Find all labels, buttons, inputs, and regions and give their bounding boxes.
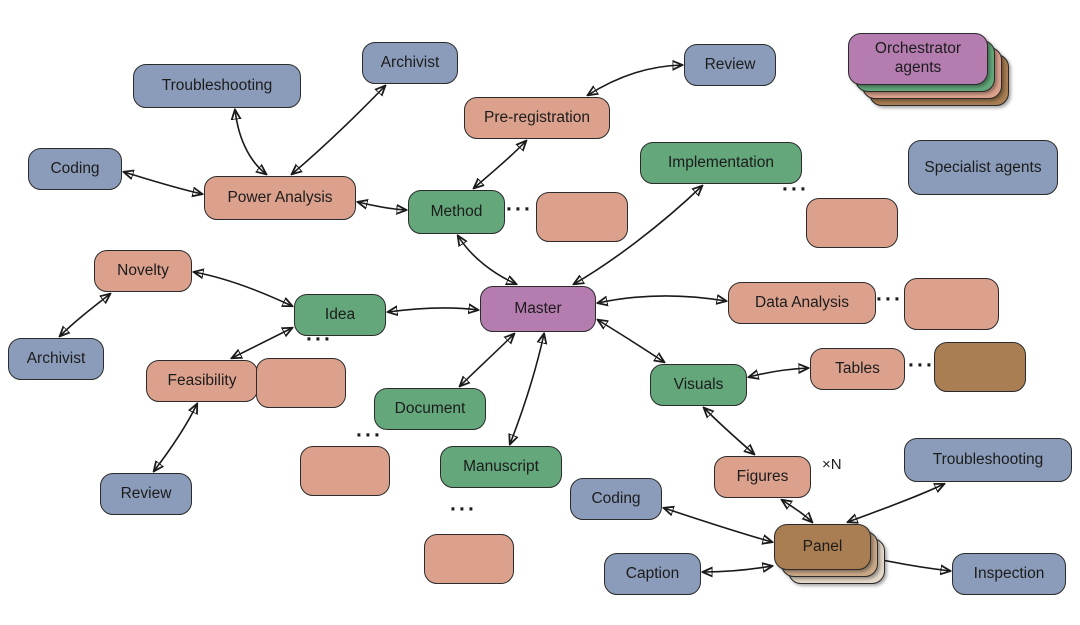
edge	[588, 65, 682, 95]
node-label: Caption	[625, 565, 680, 583]
node-label: Archivist	[26, 350, 86, 368]
node-label: Document	[394, 400, 466, 418]
node-visuals: Visuals	[650, 364, 747, 406]
ellipsis-data-analysis: ···	[876, 288, 903, 311]
edge	[749, 368, 808, 377]
edge	[510, 334, 544, 444]
node-document: Document	[374, 388, 486, 430]
edge	[358, 202, 406, 210]
ellipsis-tables: ···	[908, 354, 935, 377]
node-label: Review	[120, 485, 172, 503]
node-power-analysis: Power Analysis	[204, 176, 356, 220]
node-pre-registration: Pre-registration	[464, 97, 610, 139]
edge	[782, 500, 812, 522]
node-label: Coding	[591, 490, 641, 508]
node-label: Panel	[802, 537, 843, 555]
node-coding-left: Coding	[28, 148, 122, 190]
node-feasibility: Feasibility	[146, 360, 258, 402]
node-label: Visuals	[673, 376, 724, 394]
edge	[598, 320, 664, 362]
node-label: Master	[514, 300, 562, 318]
node-novelty: Novelty	[94, 250, 192, 292]
node-label: Archivist	[380, 54, 440, 72]
node-empty-agent-manuscript	[424, 534, 514, 584]
node-tables: Tables	[810, 348, 905, 390]
orchestrator-agents-stack: Orchestrator agents	[848, 33, 1013, 111]
edge	[460, 334, 514, 386]
node-coding-bottom: Coding	[570, 478, 662, 520]
node-label: Power Analysis	[227, 189, 333, 207]
legend-label: Orchestrator agents	[874, 40, 962, 76]
node-empty-panel-tables	[934, 342, 1026, 392]
node-label: Feasibility	[167, 372, 237, 390]
edge	[232, 328, 292, 358]
edge	[124, 172, 202, 194]
node-troubleshooting-bottom: Troubleshooting	[904, 438, 1072, 482]
node-archivist-top: Archivist	[362, 42, 458, 84]
edge	[474, 141, 526, 188]
edge	[292, 86, 385, 174]
edge	[574, 186, 702, 284]
node-label: Troubleshooting	[161, 77, 273, 95]
edge	[848, 484, 944, 522]
edge	[664, 508, 772, 542]
node-label: Tables	[835, 360, 880, 378]
node-empty-agent-data-analysis	[904, 278, 999, 330]
node-caption: Caption	[604, 553, 701, 595]
ellipsis-manuscript: ···	[450, 498, 477, 521]
node-data-analysis: Data Analysis	[728, 282, 876, 324]
node-label: Figures	[736, 468, 789, 486]
node-label: Troubleshooting	[932, 451, 1044, 469]
edge	[598, 296, 726, 303]
node-master: Master	[480, 286, 596, 332]
node-label: Manuscript	[463, 458, 539, 476]
node-label: Method	[430, 203, 483, 221]
edge	[458, 236, 516, 284]
node-empty-agent-idea	[256, 358, 346, 408]
node-review-bottom: Review	[100, 473, 192, 515]
node-label: Pre-registration	[484, 109, 590, 127]
node-empty-agent-document	[300, 446, 390, 496]
edge	[60, 294, 110, 336]
node-label: Inspection	[973, 565, 1045, 583]
edge	[154, 404, 197, 471]
edge	[194, 272, 292, 306]
ellipsis-method: ···	[506, 198, 533, 221]
node-manuscript: Manuscript	[440, 446, 562, 488]
ellipsis-document: ···	[356, 424, 383, 447]
legend-orchestrator-agents: Orchestrator agents	[848, 33, 988, 85]
edge	[388, 308, 478, 312]
multiplier-label: ×N	[822, 456, 842, 473]
node-review-top: Review	[684, 44, 776, 86]
edge	[235, 110, 266, 174]
node-label: Idea	[324, 306, 356, 324]
node-archivist-left: Archivist	[8, 338, 104, 380]
node-inspection: Inspection	[952, 553, 1066, 595]
node-idea: Idea	[294, 294, 386, 336]
node-troubleshooting-top: Troubleshooting	[133, 64, 301, 108]
node-figures: Figures	[714, 456, 811, 498]
edge	[704, 408, 754, 454]
node-label: Coding	[50, 160, 100, 178]
node-empty-agent-implementation	[806, 198, 898, 248]
node-panel: Panel	[774, 524, 871, 570]
node-empty-agent-method	[536, 192, 628, 242]
legend-label: Specialist agents	[924, 158, 1042, 176]
panel-stack: Panel	[774, 524, 899, 599]
node-method: Method	[408, 190, 505, 234]
legend-specialist-agents: Specialist agents	[908, 140, 1058, 195]
ellipsis-implementation: ···	[782, 178, 809, 201]
edge	[703, 566, 772, 572]
ellipsis-idea: ···	[306, 328, 333, 351]
node-implementation: Implementation	[640, 142, 802, 184]
node-label: Data Analysis	[755, 294, 849, 312]
node-label: Implementation	[668, 154, 774, 172]
node-label: Review	[704, 56, 756, 74]
node-label: Novelty	[117, 262, 169, 280]
